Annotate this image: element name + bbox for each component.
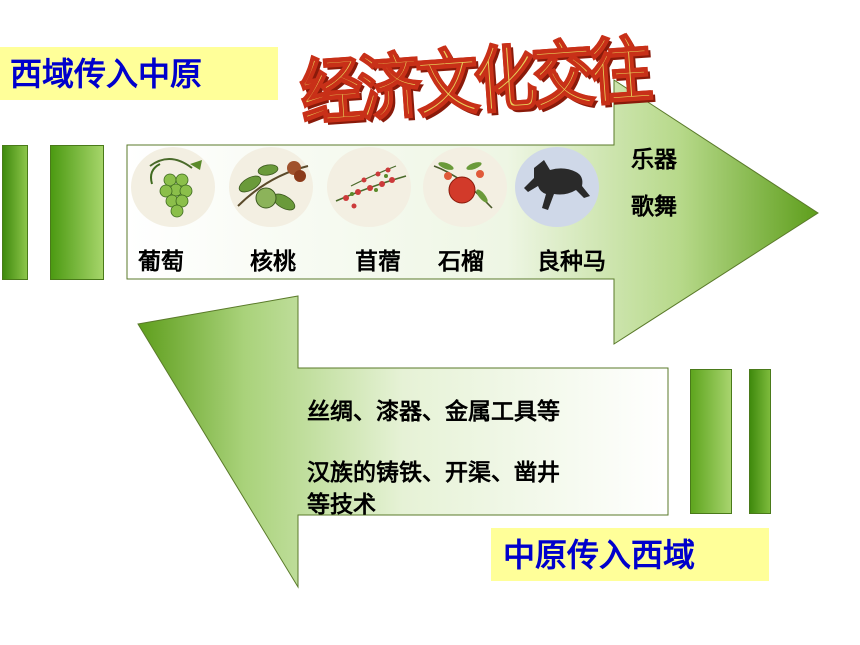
alfalfa-illustration: [327, 147, 411, 227]
decor-bar-4: [749, 369, 771, 514]
decor-bar-3: [690, 369, 732, 514]
item-walnut: 核桃: [250, 249, 296, 275]
horse-illustration: [515, 147, 599, 227]
pomegranate-illustration: [423, 147, 507, 227]
central-line-2: 汉族的铸铁、开渠、凿井: [307, 460, 560, 486]
central-line-3: 等技术: [307, 492, 376, 518]
central-to-west-label: 中原传入西域: [491, 528, 769, 581]
central-line-1: 丝绸、漆器、金属工具等: [307, 399, 560, 425]
item-pomegranate: 石榴: [438, 249, 484, 275]
page-title: 经济文化交往: [297, 27, 652, 137]
decor-bar-1: [2, 145, 28, 280]
item-instruments: 乐器: [631, 147, 677, 173]
item-horse: 良种马: [537, 249, 606, 275]
item-grape: 葡萄: [138, 249, 184, 275]
west-to-central-label: 西域传入中原: [0, 47, 278, 100]
decor-bar-2: [50, 145, 104, 280]
walnut-illustration: [229, 147, 313, 227]
item-alfalfa: 苜蓿: [355, 249, 401, 275]
item-dance: 歌舞: [631, 194, 677, 220]
grape-illustration: [131, 147, 215, 227]
